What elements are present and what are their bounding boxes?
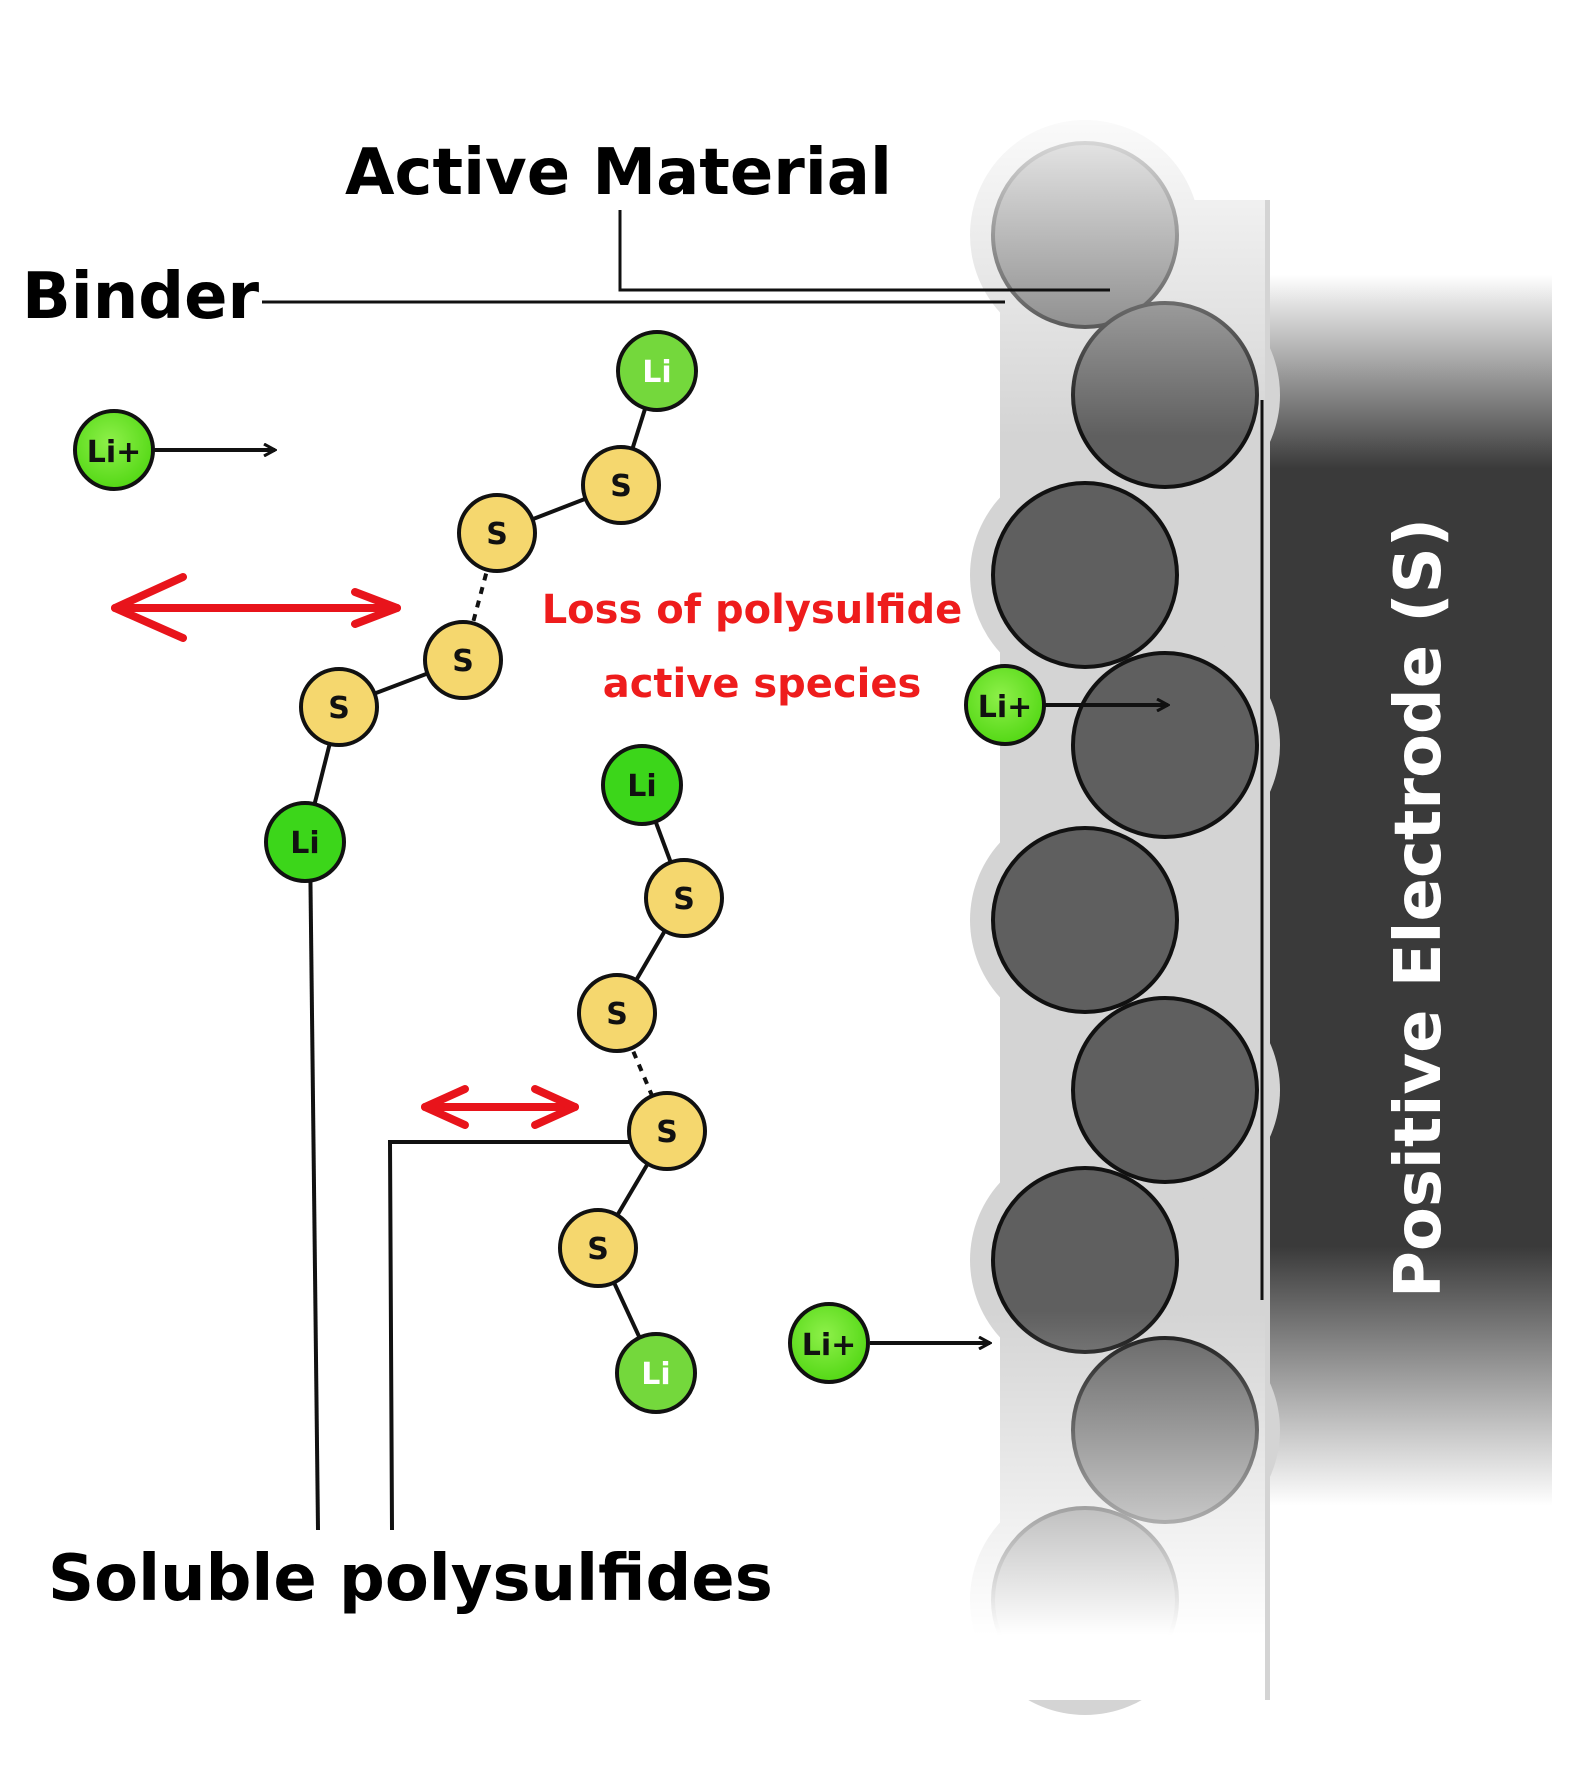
loss-text-line2: active species bbox=[603, 661, 922, 707]
svg-text:Li: Li bbox=[642, 355, 671, 390]
s-atom: S bbox=[423, 620, 503, 700]
soluble-leader-2 bbox=[387, 1140, 648, 1531]
soluble-leader-1 bbox=[308, 841, 320, 1531]
svg-text:Li: Li bbox=[641, 1357, 670, 1392]
soluble-polysulfides-label: Soluble polysulfides bbox=[48, 1542, 773, 1616]
loss-text-line1: Loss of polysulfide bbox=[542, 587, 963, 633]
lower-polysulfide-chain: Li S S S S Li bbox=[558, 744, 724, 1414]
upper-polysulfide-chain: Li S S S S Li bbox=[264, 330, 698, 883]
li-atom: Li bbox=[616, 330, 698, 412]
svg-text:S: S bbox=[656, 1115, 678, 1150]
svg-text:Li+: Li+ bbox=[802, 1328, 857, 1363]
s-atom: S bbox=[627, 1091, 707, 1171]
s-atom: S bbox=[558, 1208, 638, 1288]
s-atom: S bbox=[299, 667, 379, 747]
red-double-arrow-upper bbox=[111, 573, 401, 642]
li-atom: Li bbox=[601, 744, 683, 826]
li-atom: Li bbox=[264, 801, 346, 883]
electrode-slab bbox=[1262, 80, 1552, 1700]
svg-text:S: S bbox=[606, 997, 628, 1032]
svg-text:Li+: Li+ bbox=[87, 435, 142, 470]
binder-label: Binder bbox=[22, 260, 260, 334]
svg-text:S: S bbox=[452, 644, 474, 679]
active-material-label: Active Material bbox=[345, 136, 892, 210]
svg-text:Li: Li bbox=[290, 826, 319, 861]
li-ion-3: Li+ bbox=[788, 1302, 870, 1384]
svg-text:Li: Li bbox=[627, 769, 656, 804]
li-atom: Li bbox=[615, 1332, 697, 1414]
s-atom: S bbox=[644, 858, 724, 938]
svg-text:Li+: Li+ bbox=[978, 690, 1033, 725]
svg-text:S: S bbox=[486, 517, 508, 552]
svg-text:S: S bbox=[673, 882, 695, 917]
active-material-leader bbox=[618, 210, 1110, 292]
red-double-arrow-lower bbox=[421, 1085, 579, 1129]
s-atom: S bbox=[581, 445, 661, 525]
li-ion-1: Li+ bbox=[73, 409, 155, 491]
s-atom: S bbox=[457, 493, 537, 573]
li-ion-2: Li+ bbox=[964, 664, 1046, 746]
fade-overlay bbox=[950, 80, 1265, 1700]
svg-text:S: S bbox=[328, 691, 350, 726]
s-atom: S bbox=[577, 973, 657, 1053]
svg-text:S: S bbox=[587, 1232, 609, 1267]
svg-text:S: S bbox=[610, 469, 632, 504]
electrode-label: Positive Electrode (S) bbox=[1382, 518, 1456, 1298]
